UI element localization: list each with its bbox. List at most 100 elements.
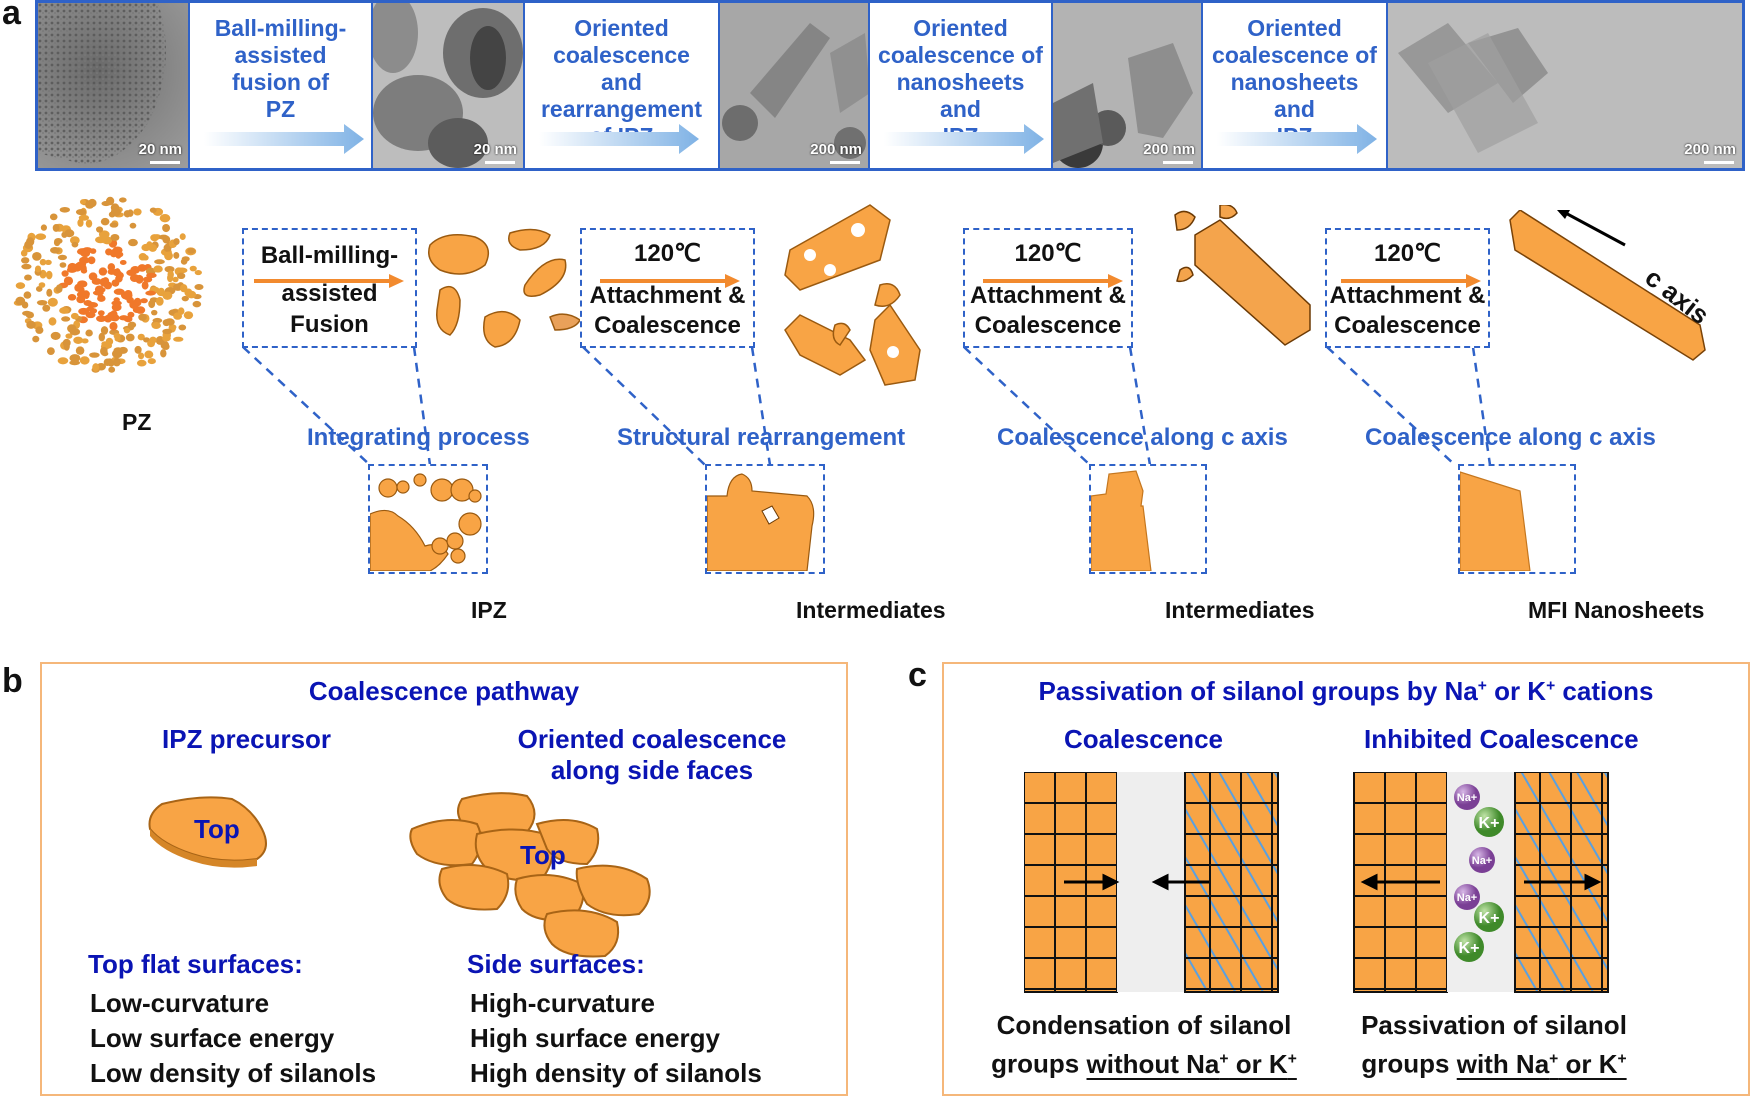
pz-particle xyxy=(147,358,156,365)
pz-particle xyxy=(87,256,96,265)
ion-label: K+ xyxy=(1459,940,1480,957)
k-ion xyxy=(1474,807,1504,837)
pz-particle xyxy=(113,288,125,295)
pz-particle xyxy=(109,321,118,331)
detail-box-c-axis-1 xyxy=(1089,464,1207,574)
tem-image-ipz: 20 nm xyxy=(373,3,525,168)
pz-particle xyxy=(32,251,42,261)
pz-particle xyxy=(162,291,173,300)
pz-particle xyxy=(151,322,161,330)
pz-particle xyxy=(63,276,74,286)
step-temperature: 120℃ xyxy=(634,240,701,267)
caption-line1: Condensation of silanol xyxy=(996,1010,1292,1040)
pz-particle xyxy=(162,328,173,335)
pz-particle xyxy=(15,282,26,290)
pz-particle xyxy=(164,251,173,261)
step-box-ball-milling: Ball-milling- assisted Fusion xyxy=(242,228,417,348)
step-text-line2: Attachment & xyxy=(969,282,1126,309)
pz-particle xyxy=(183,311,194,320)
step-box-attachment-3: 120℃ Attachment & Coalescence xyxy=(1325,228,1490,348)
property-item: High density of silanols xyxy=(470,1058,762,1088)
pz-particle xyxy=(116,271,124,279)
pz-particle xyxy=(26,320,36,329)
pz-particle xyxy=(141,281,149,290)
mfi-nanosheet-illustration xyxy=(1509,210,1706,361)
detail-box-c-axis-2 xyxy=(1458,464,1576,574)
pz-particle xyxy=(57,357,69,365)
pz-particle xyxy=(107,360,115,367)
top-surfaces-heading: Top flat surfaces: xyxy=(88,949,303,979)
pz-particle xyxy=(20,249,28,257)
pz-particle xyxy=(134,345,142,354)
panel-b-letter: b xyxy=(2,662,23,700)
pz-particle xyxy=(98,267,108,276)
pz-particle xyxy=(110,203,120,212)
pz-particle xyxy=(97,295,106,302)
pz-particle xyxy=(194,284,204,291)
pz-particle xyxy=(126,269,137,276)
pz-particle xyxy=(161,335,171,342)
tem-texture xyxy=(38,3,166,164)
tem-texture xyxy=(1398,23,1548,153)
pz-particle xyxy=(138,313,147,321)
pz-particle xyxy=(113,332,121,340)
k-ion xyxy=(1454,932,1484,962)
property-item: Low density of silanols xyxy=(90,1058,377,1088)
orange-arrow-icon xyxy=(600,274,740,288)
pz-particle xyxy=(59,206,71,213)
ipz-precursor-crystal xyxy=(148,796,267,868)
top-face-label: Top xyxy=(194,814,240,844)
scale-bar-label: 200 nm xyxy=(810,141,862,158)
property-item: Low surface energy xyxy=(90,1023,335,1053)
pz-particle xyxy=(81,338,89,344)
tem-transition-3: Oriented coalescence of nanosheets and I… xyxy=(870,3,1053,168)
ion-label: Na+ xyxy=(1457,892,1478,904)
pz-particle xyxy=(128,238,138,247)
na-ion xyxy=(1454,784,1480,810)
coalescence-heading: Coalescence xyxy=(1064,724,1223,754)
pz-particle xyxy=(124,289,133,298)
title-part: or K xyxy=(1486,676,1547,706)
pz-particle xyxy=(59,307,70,314)
product-label-intermediates-1: Intermediates xyxy=(796,597,946,623)
caption-coalescence-c-axis-1: Coalescence along c axis xyxy=(997,424,1288,451)
pz-particle xyxy=(149,207,157,213)
pz-particle xyxy=(127,321,137,329)
tem-image-intermediates-2: 200 nm xyxy=(1053,3,1203,168)
ion-label: K+ xyxy=(1479,815,1500,832)
pz-particle xyxy=(109,222,119,228)
pz-particle xyxy=(98,332,105,342)
ion-label: Na+ xyxy=(1472,855,1493,867)
step-box-attachment-2: 120℃ Attachment & Coalescence xyxy=(963,228,1133,348)
gradient-arrow-icon xyxy=(204,124,364,154)
pz-particle xyxy=(157,287,165,295)
pz-particle xyxy=(21,257,30,264)
top-surfaces-properties: Low-curvature Low surface energy Low den… xyxy=(90,986,376,1091)
pz-particle xyxy=(151,309,158,316)
pz-particle xyxy=(148,299,156,309)
product-label-ipz: IPZ xyxy=(471,597,507,623)
passivation-caption: Passivation of silanol groups with Na+ o… xyxy=(1329,1009,1659,1081)
orange-arrow-icon xyxy=(1341,274,1481,288)
pz-particle xyxy=(77,218,84,227)
pz-particle xyxy=(74,283,83,292)
pz-particle xyxy=(158,234,169,240)
pz-particle xyxy=(45,270,53,280)
step-text-line3: Coalescence xyxy=(1334,312,1481,339)
transition-text: Ball-milling- assisted fusion of PZ xyxy=(214,15,347,122)
pz-particle xyxy=(129,300,139,309)
panel-c-letter: c xyxy=(908,656,927,694)
pz-particle xyxy=(67,293,77,301)
step-text-line2: Attachment & xyxy=(589,282,746,309)
pz-particle xyxy=(138,252,147,261)
ion-label: K+ xyxy=(1479,910,1500,927)
pz-particle xyxy=(143,337,150,343)
gradient-arrow-icon xyxy=(884,124,1044,154)
pz-particle xyxy=(92,290,104,296)
caption-structural-rearrangement: Structural rearrangement xyxy=(617,424,906,451)
property-item: High surface energy xyxy=(470,1023,720,1053)
pz-particle xyxy=(44,259,52,265)
pz-particle xyxy=(98,230,110,239)
transition-text: Oriented coalescence of nanosheets and I… xyxy=(878,15,1043,149)
pz-particle xyxy=(102,236,113,245)
